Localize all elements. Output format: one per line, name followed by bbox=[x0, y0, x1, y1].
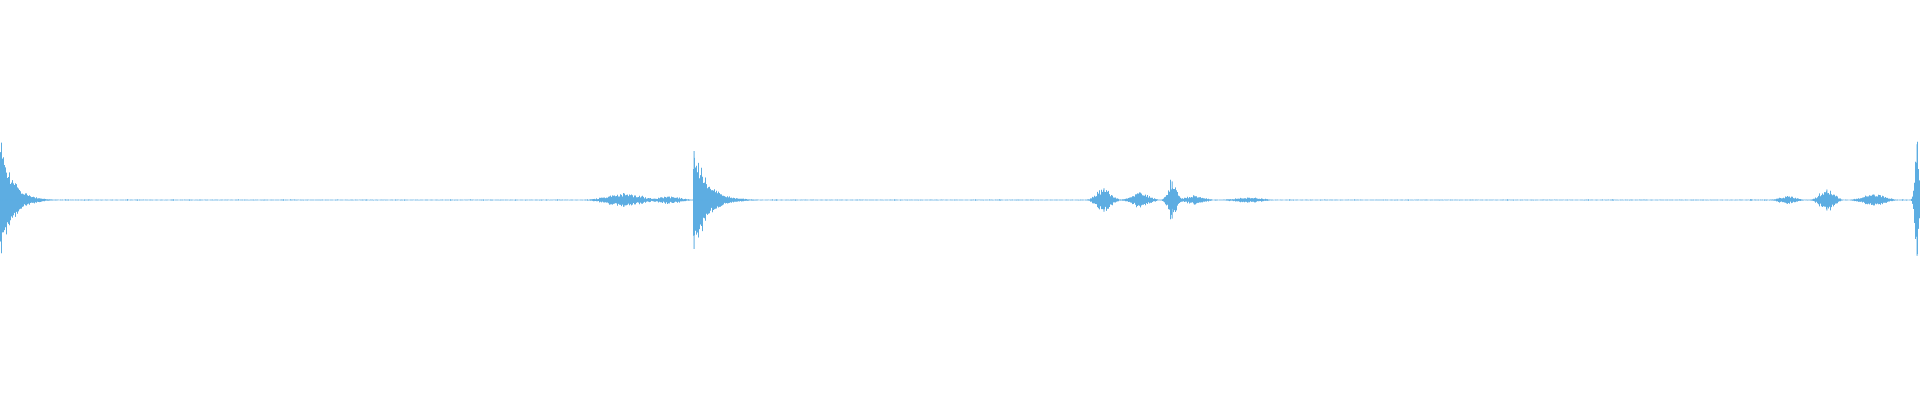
waveform-trace bbox=[0, 141, 1920, 254]
waveform-group bbox=[0, 141, 1920, 256]
